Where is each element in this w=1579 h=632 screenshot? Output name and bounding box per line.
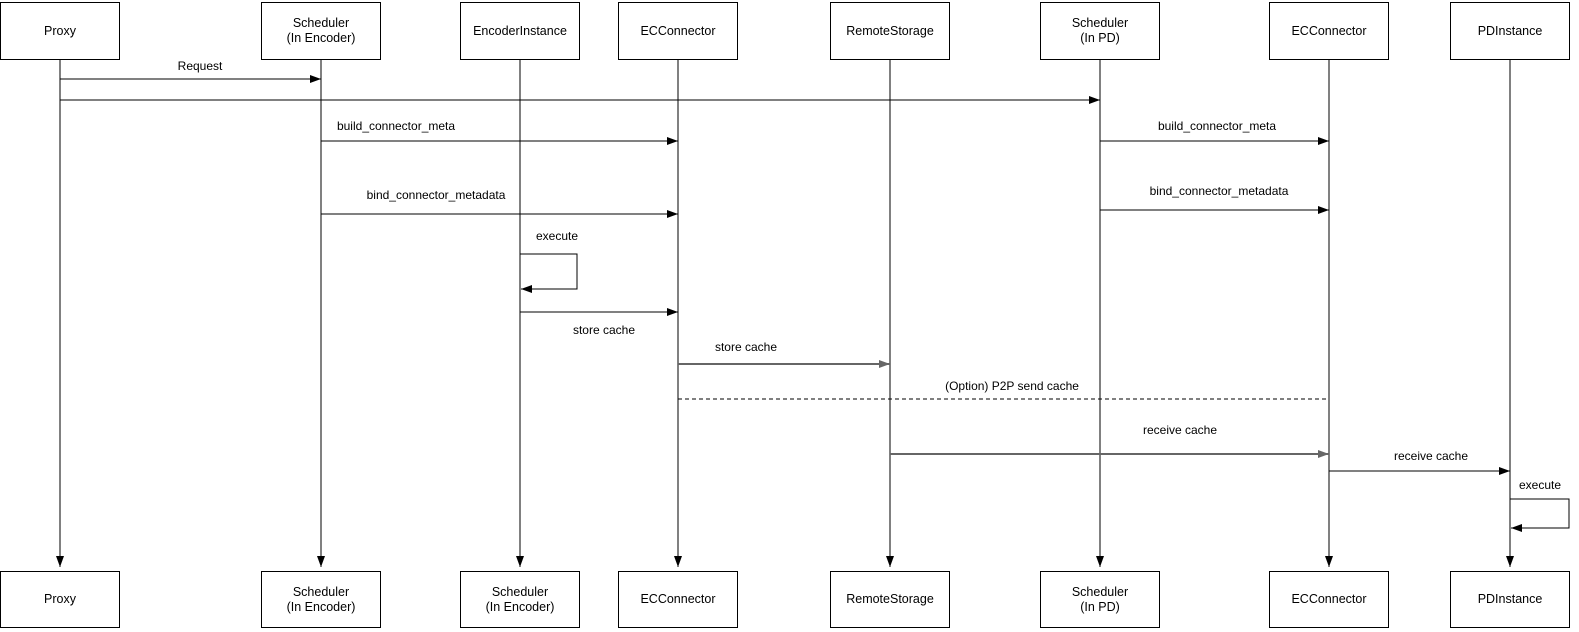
actor-box-top-scheduler-in-pd: Scheduler(In PD) <box>1040 2 1160 60</box>
actor-box-bottom-ec-connector-2: ECConnector <box>1269 571 1389 628</box>
actor-box-bottom-scheduler-in-pd: Scheduler(In PD) <box>1040 571 1160 628</box>
actor-label: (In Encoder) <box>286 599 356 614</box>
message-label: store cache <box>570 323 638 337</box>
actor-box-top-scheduler-in-encoder: Scheduler(In Encoder) <box>261 2 381 60</box>
actor-box-top-remote-storage: RemoteStorage <box>830 2 950 60</box>
message-label: execute <box>533 229 581 243</box>
actor-label: (In Encoder) <box>485 599 555 614</box>
actor-box-top-ec-connector-2: ECConnector <box>1269 2 1389 60</box>
actor-label: EncoderInstance <box>473 23 567 38</box>
message-label: bind_connector_metadata <box>364 188 508 202</box>
actor-label: Scheduler <box>1071 584 1129 599</box>
actor-label: (In PD) <box>1080 31 1120 45</box>
actor-box-top-encoder-instance: EncoderInstance <box>460 2 580 60</box>
actor-box-bottom-encoder-instance: Scheduler(In Encoder) <box>460 571 580 628</box>
actor-label: ECConnector <box>1291 23 1367 38</box>
actor-label: ECConnector <box>640 592 716 606</box>
actor-label: Proxy <box>44 23 76 38</box>
actor-box-bottom-proxy: Proxy <box>0 571 120 628</box>
actor-box-top-pd-instance: PDInstance <box>1450 2 1570 60</box>
actor-label: (In PD) <box>1080 599 1120 614</box>
actor-label: (In Encoder) <box>286 31 356 45</box>
message-label: store cache <box>712 340 780 354</box>
message-label: Request <box>175 59 225 73</box>
actor-label: ECConnector <box>1291 592 1367 606</box>
actor-label: ECConnector <box>640 23 716 38</box>
actor-label: RemoteStorage <box>846 592 934 606</box>
actor-label: Scheduler <box>292 584 350 599</box>
actor-label: PDInstance <box>1477 592 1543 606</box>
actor-box-bottom-remote-storage: RemoteStorage <box>830 571 950 628</box>
actor-label: Scheduler <box>292 16 350 30</box>
message-label: receive cache <box>1391 449 1471 463</box>
message-label: bind_connector_metadata <box>1147 184 1291 198</box>
message-label: build_connector_meta <box>334 119 458 133</box>
actor-box-bottom-ec-connector: ECConnector <box>618 571 738 628</box>
message-label: build_connector_meta <box>1155 119 1279 133</box>
message-label: execute <box>1516 478 1564 492</box>
actor-box-bottom-scheduler-in-encoder: Scheduler(In Encoder) <box>261 571 381 628</box>
self-message-arrow-encoder-instance <box>520 253 578 293</box>
message-label: receive cache <box>1140 423 1220 437</box>
actor-label: Scheduler <box>491 584 549 599</box>
message-label: (Option) P2P send cache <box>943 379 1081 393</box>
actor-box-bottom-pd-instance: PDInstance <box>1450 571 1570 628</box>
actor-label: RemoteStorage <box>846 23 934 38</box>
actor-label: PDInstance <box>1477 23 1543 38</box>
actor-box-top-proxy: Proxy <box>0 2 120 60</box>
actor-label: Proxy <box>44 592 76 606</box>
actor-box-top-ec-connector: ECConnector <box>618 2 738 60</box>
self-message-arrow-pd-instance <box>1510 498 1570 532</box>
actor-label: Scheduler <box>1071 16 1129 30</box>
